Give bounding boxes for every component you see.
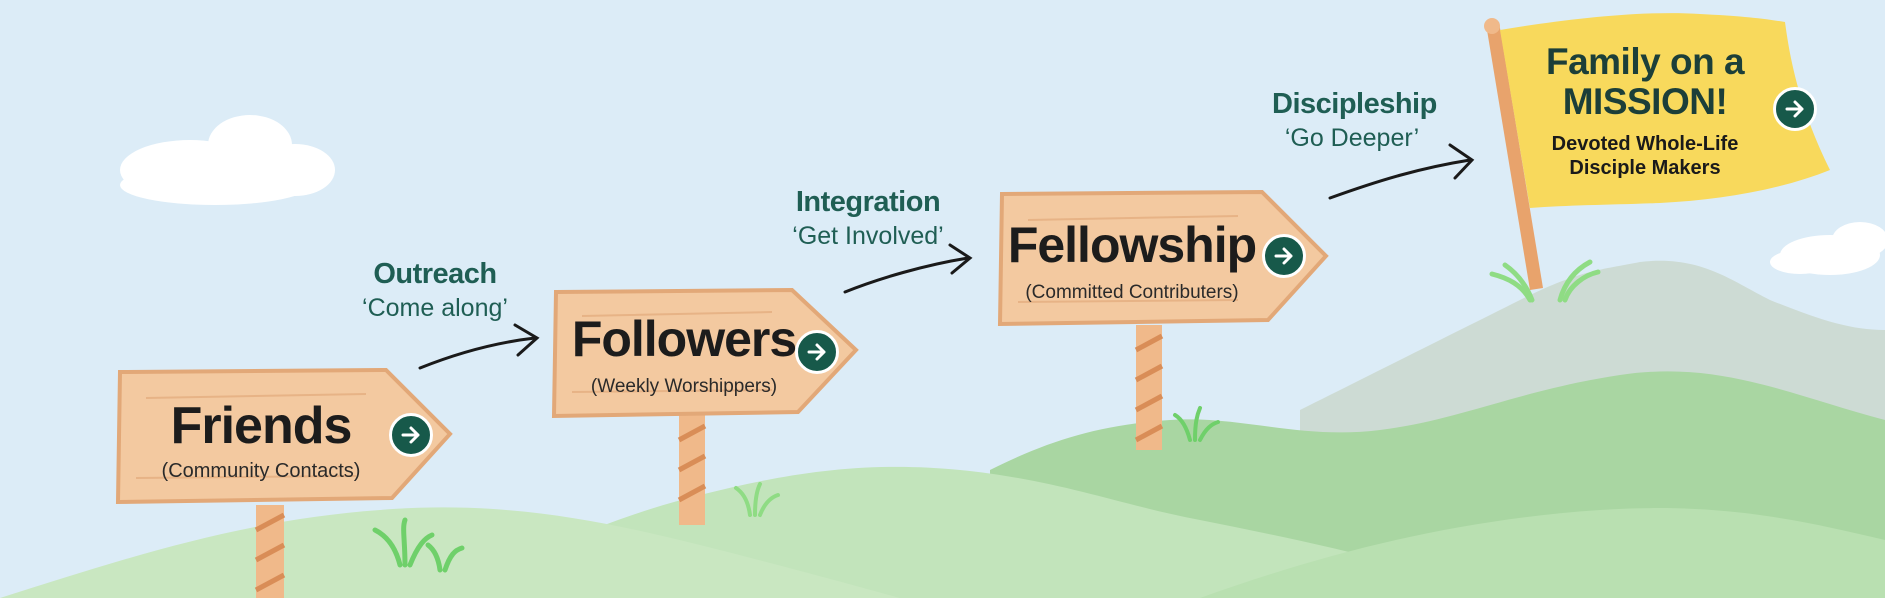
- stage-sign-friends: Friends (Community Contacts): [115, 367, 453, 506]
- stage-title: Fellowship: [1007, 217, 1257, 273]
- front-hill: [0, 507, 900, 598]
- transition-name: Outreach: [373, 258, 497, 290]
- friends-go-button[interactable]: [389, 413, 433, 457]
- transition-label-outreach: Outreach ‘Come along’: [360, 258, 510, 323]
- stage-subtitle: (Community Contacts): [161, 460, 361, 482]
- transition-name: Integration: [795, 186, 941, 218]
- goal-line-2: MISSION!: [1562, 81, 1728, 122]
- transition-label-integration: Integration ‘Get Involved’: [788, 186, 948, 251]
- transition-label-discipleship: Discipleship ‘Go Deeper’: [1272, 88, 1437, 153]
- transition-tagline: ‘Get Involved’: [792, 222, 944, 250]
- sign-posts: [254, 325, 1164, 598]
- stage-sign-followers: Followers (Weekly Worshippers): [551, 287, 859, 419]
- arrow-right-circle-icon: [807, 343, 826, 361]
- stage-title: Friends: [170, 397, 353, 455]
- stage-subtitle: (Weekly Worshippers): [590, 376, 778, 397]
- followers-go-button[interactable]: [795, 330, 839, 374]
- flag-pole: [1484, 18, 1543, 290]
- grass-tufts: [372, 259, 1601, 573]
- goal-go-button[interactable]: [1773, 87, 1817, 131]
- fellowship-go-button[interactable]: [1262, 234, 1306, 278]
- curved-arrow-icon: [1328, 143, 1475, 200]
- stage-sign-fellowship: Fellowship (Committed Contributers): [997, 189, 1329, 328]
- curved-arrow-icon: [418, 323, 540, 370]
- goal-line-4: Disciple Makers: [1569, 157, 1721, 179]
- arrow-right-circle-icon: [1274, 247, 1293, 265]
- front-hill-right: [1200, 508, 1885, 598]
- stage-subtitle: (Committed Contributers): [1025, 282, 1239, 303]
- cloud-right: [1770, 222, 1885, 275]
- transition-tagline: ‘Go Deeper’: [1284, 124, 1420, 152]
- transition-tagline: ‘Come along’: [362, 294, 508, 322]
- goal-flag-text: Family on a MISSION! Devoted Whole-Life …: [1520, 42, 1770, 180]
- arrow-right-circle-icon: [401, 426, 420, 444]
- transition-name: Discipleship: [1272, 88, 1437, 120]
- stage-title: Followers: [571, 311, 797, 367]
- flag-icon: [1500, 13, 1830, 208]
- goal-line-1: Family on a: [1545, 41, 1745, 82]
- transition-arrows: [418, 143, 1475, 370]
- goal-line-3: Devoted Whole-Life: [1551, 133, 1739, 155]
- cloud-left: [120, 115, 335, 205]
- arrow-right-circle-icon: [1785, 100, 1804, 118]
- curved-arrow-icon: [843, 243, 973, 294]
